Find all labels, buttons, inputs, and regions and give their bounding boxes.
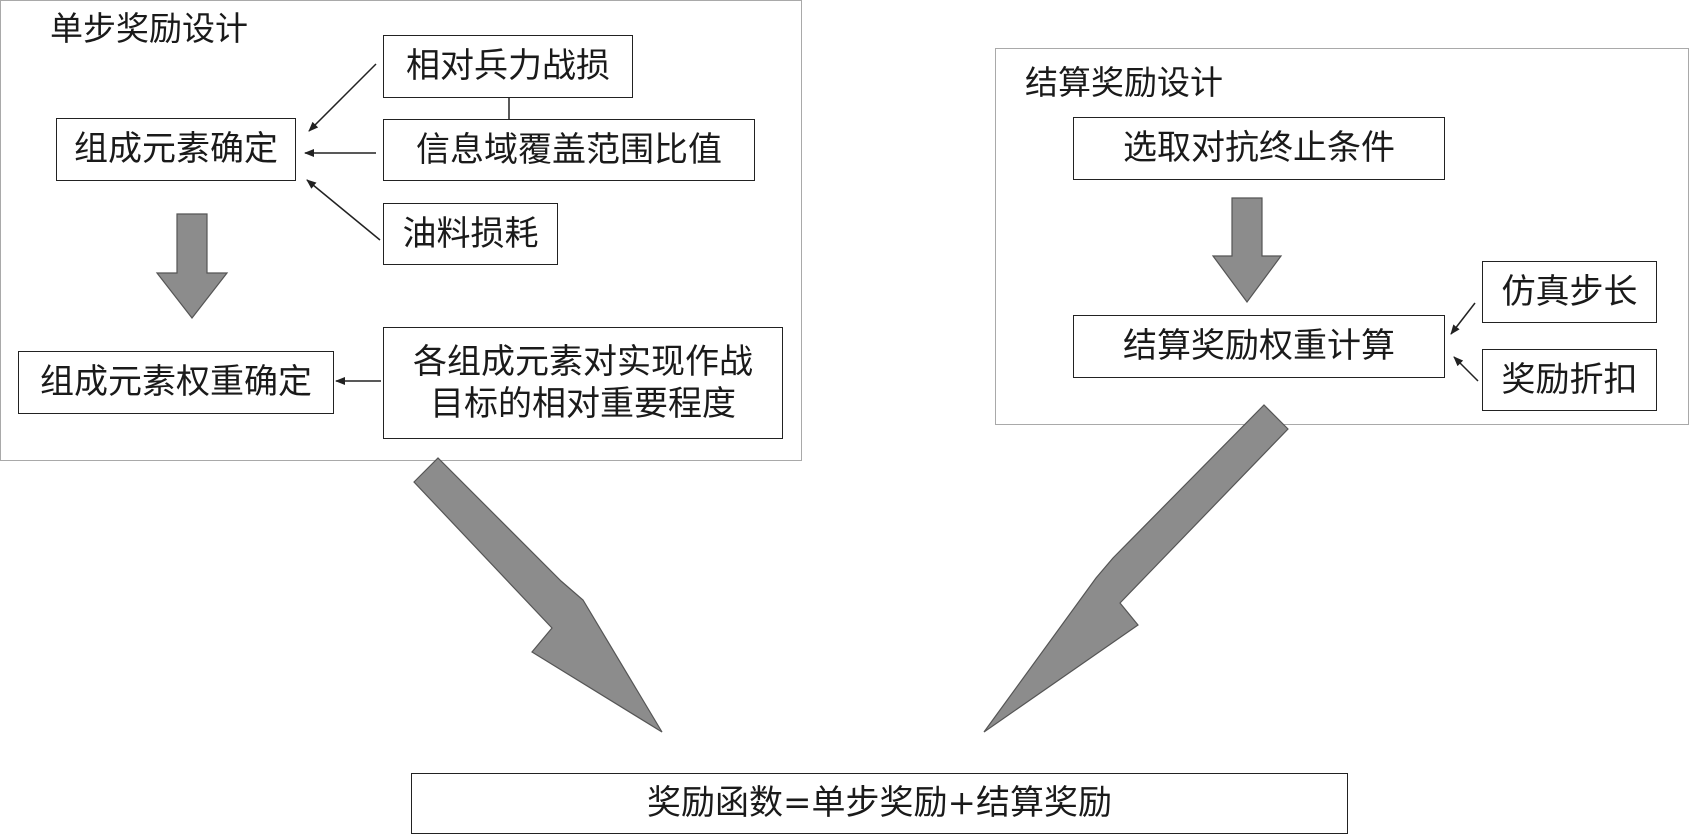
- relative-importance-line2: 目标的相对重要程度: [430, 384, 736, 424]
- termination-condition-box: 选取对抗终止条件: [1073, 117, 1445, 180]
- right-down-block-arrow: [1211, 197, 1283, 304]
- info-domain-coverage-box: 信息域覆盖范围比值: [383, 119, 755, 181]
- component-weights-box: 组成元素权重确定: [18, 351, 334, 414]
- left-down-block-arrow: [155, 213, 229, 319]
- right-diagonal-block-arrow: [983, 404, 1289, 733]
- relative-force-loss-box: 相对兵力战损: [383, 35, 633, 98]
- simulation-step-box: 仿真步长: [1482, 261, 1657, 323]
- force-loss-arrow: [308, 63, 377, 132]
- discount-arrow: [1453, 356, 1479, 382]
- settlement-title: 结算奖励设计: [1025, 63, 1223, 102]
- reward-discount-box: 奖励折扣: [1482, 349, 1657, 411]
- relative-importance-line1: 各组成元素对实现作战: [413, 341, 753, 382]
- sim-step-arrow: [1450, 302, 1476, 335]
- components-box: 组成元素确定: [56, 118, 296, 181]
- left-diagonal-block-arrow: [413, 457, 663, 733]
- relative-importance-box: 各组成元素对实现作战 目标的相对重要程度: [383, 327, 783, 439]
- fuel-arrow: [306, 179, 381, 241]
- single-step-title: 单步奖励设计: [50, 9, 248, 48]
- settlement-weight-calc-box: 结算奖励权重计算: [1073, 315, 1445, 378]
- fuel-consumption-box: 油料损耗: [383, 203, 558, 265]
